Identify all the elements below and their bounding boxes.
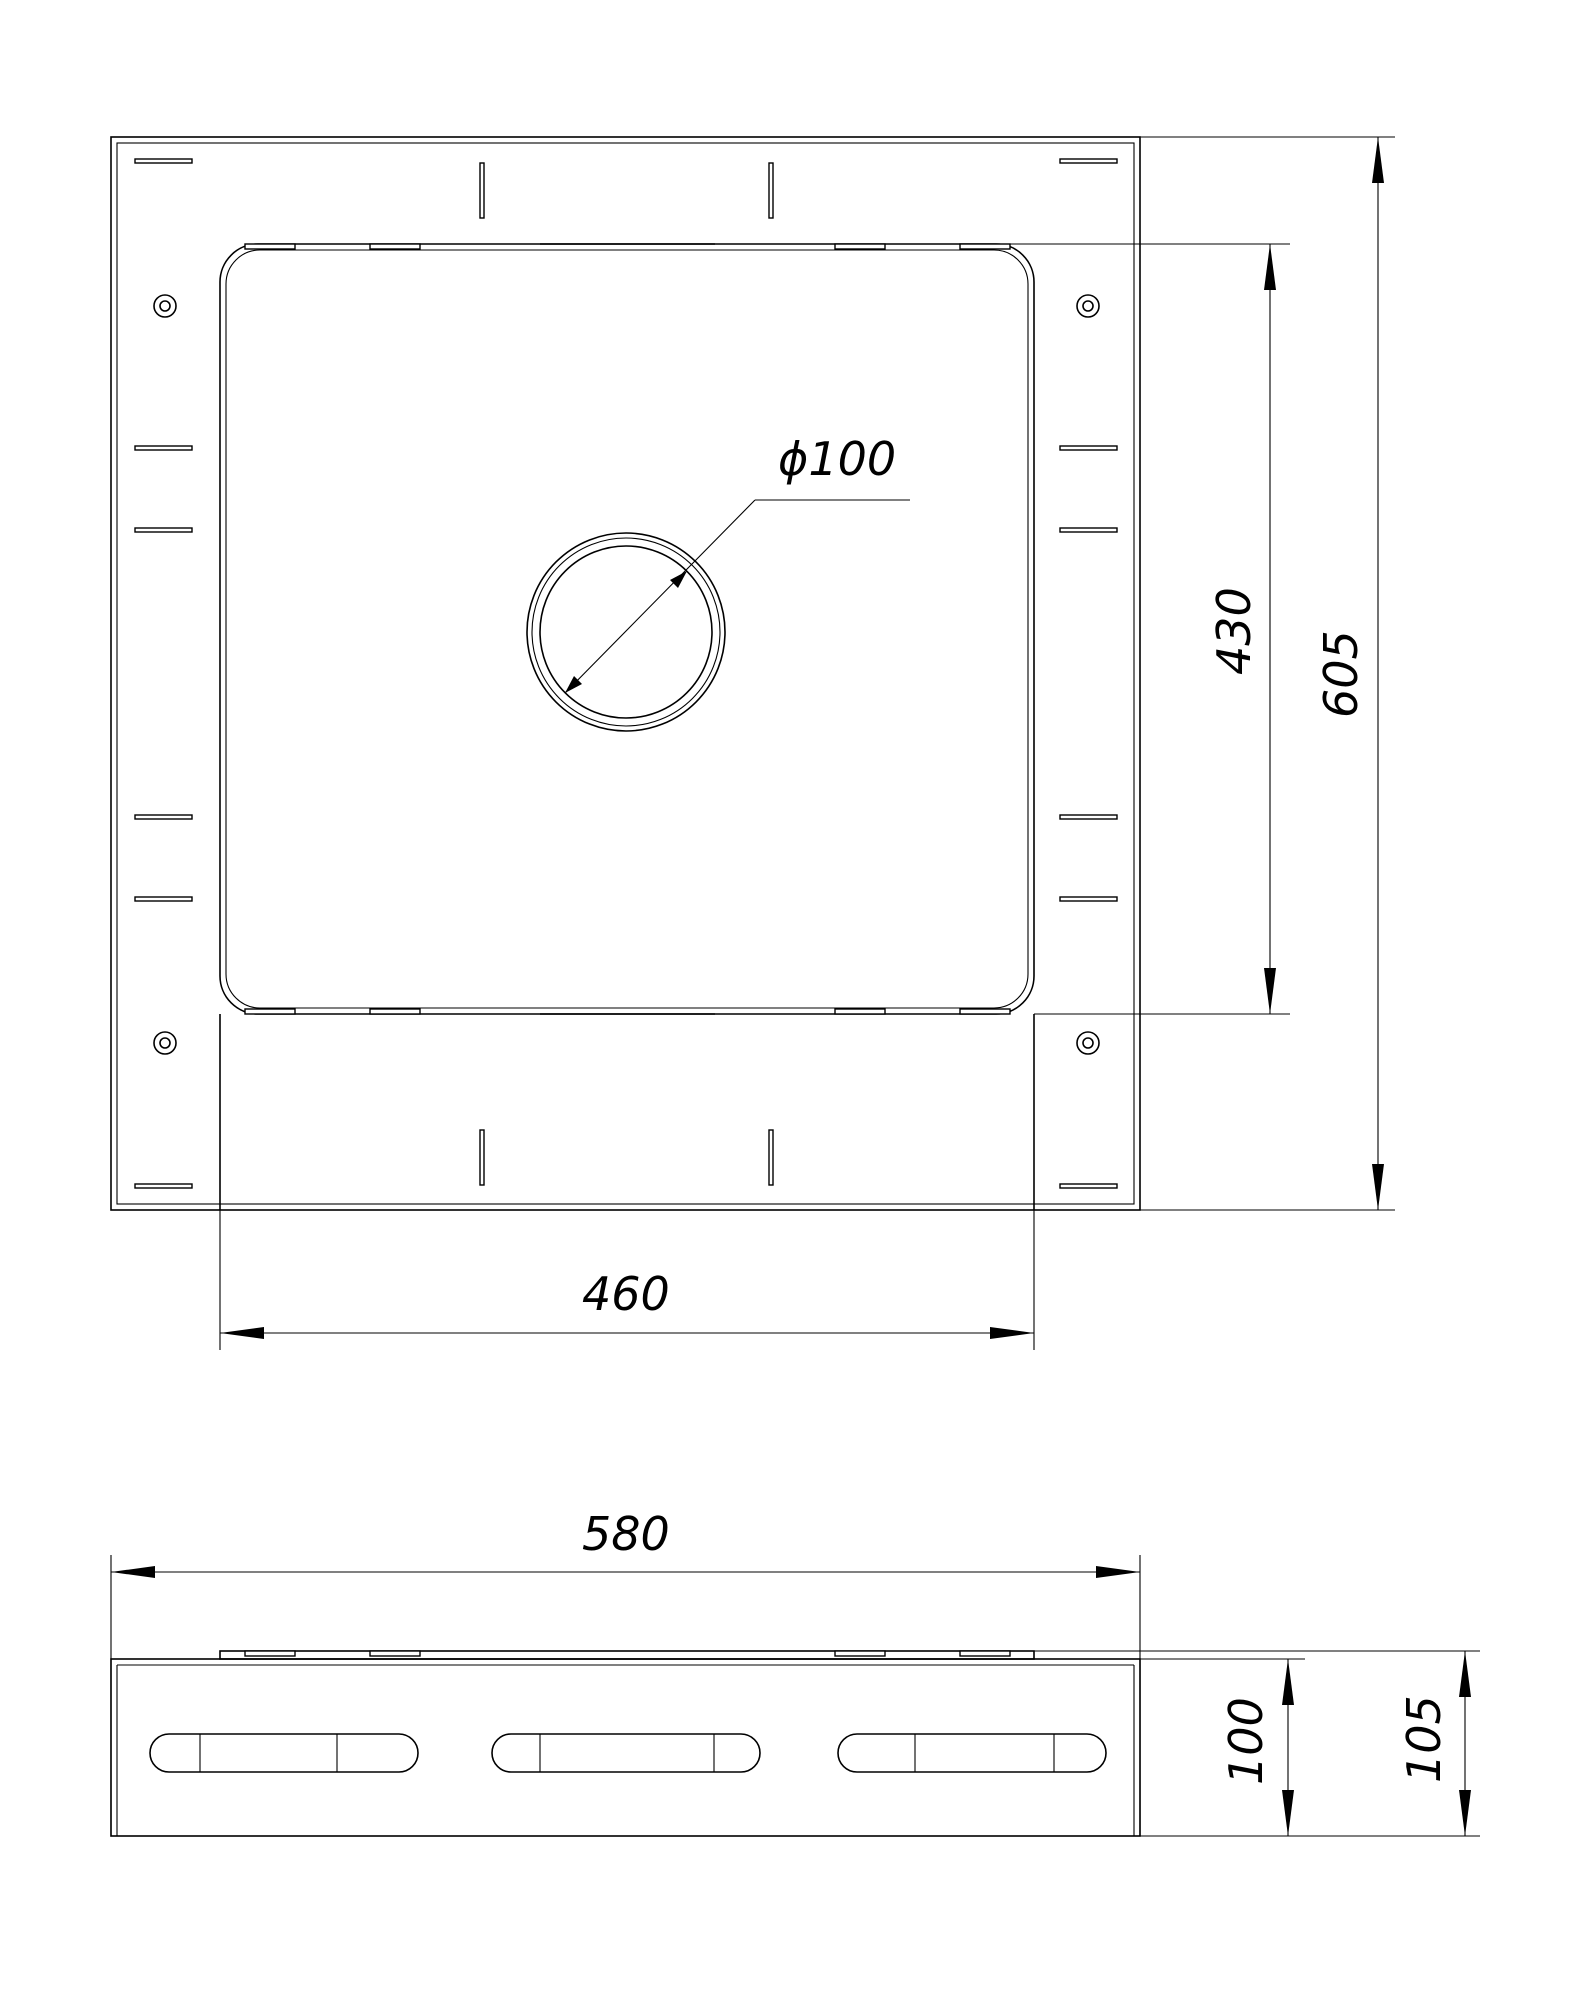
outer-plate-outline <box>110 136 1141 1211</box>
mounting-holes <box>153 294 1100 1055</box>
dim-100: 100 <box>1140 1658 1480 1837</box>
slots-left <box>134 158 193 1189</box>
inner-opening <box>219 243 1035 1015</box>
slots-right <box>1059 158 1118 1189</box>
dim-100-label: 100 <box>1219 1697 1273 1785</box>
dim-460: 460 <box>219 1210 1035 1350</box>
dim-580-label: 580 <box>582 1507 670 1561</box>
plan-view: ϕ100 460 430 605 <box>110 136 1395 1350</box>
dim-605-label: 605 <box>1314 630 1368 718</box>
side-view: 580 100 105 <box>110 1507 1480 1837</box>
side-body <box>110 1658 1141 1837</box>
dim-430: 430 <box>1010 243 1290 1015</box>
diameter-label: ϕ100 <box>778 432 896 486</box>
slots-vertical <box>479 162 774 1186</box>
flange-tabs <box>244 243 1011 1015</box>
dim-105: 105 <box>1034 1650 1480 1836</box>
diameter-dimension: ϕ100 <box>564 432 910 694</box>
outer-plate-inner-edge <box>116 142 1135 1205</box>
dim-430-label: 430 <box>1207 587 1261 675</box>
dim-580: 580 <box>110 1507 1141 1836</box>
dim-460-label: 460 <box>582 1267 670 1321</box>
inner-opening-flange <box>225 249 1029 1009</box>
dim-105-label: 105 <box>1397 1695 1451 1783</box>
side-slots <box>149 1733 1107 1773</box>
pipe-opening <box>526 532 726 732</box>
dim-605: 605 <box>1140 136 1395 1211</box>
top-flange <box>219 1650 1035 1660</box>
